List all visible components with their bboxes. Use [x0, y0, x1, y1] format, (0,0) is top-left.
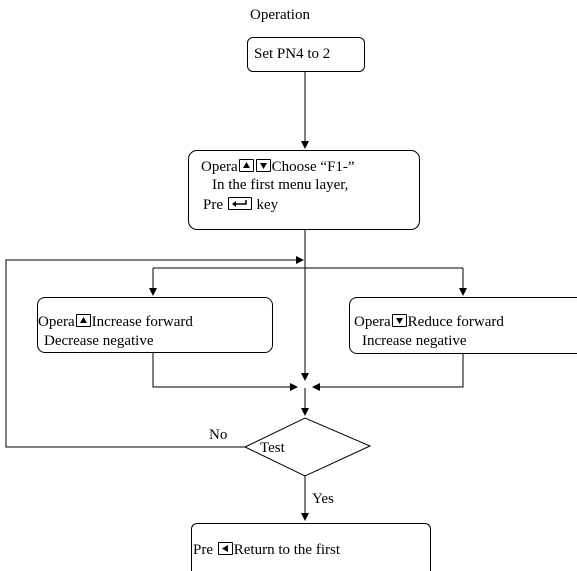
final-pre: Pre: [193, 542, 213, 558]
step1-text: Set PN4 to 2: [254, 46, 331, 62]
down-arrow-key-icon: [255, 159, 271, 172]
left-branch-line2: Decrease negative: [44, 333, 154, 349]
final-return: Return to the first: [233, 542, 340, 558]
arrow-left-branch-merge: [152, 353, 298, 391]
step2-line1: Opera Choose “F1-”: [201, 159, 355, 176]
enter-key-icon: [227, 197, 252, 210]
left-branch-line1: Opera Increase forward: [38, 314, 193, 331]
step2-line2: In the first menu layer,: [212, 177, 349, 193]
step2-choose: Choose “F1-”: [271, 159, 355, 175]
right-reduce-forward: Reduce forward: [407, 314, 504, 330]
decision-diamond: [243, 417, 372, 477]
right-branch-box: [349, 297, 577, 354]
left-increase-forward: Increase forward: [91, 314, 193, 330]
yes-label: Yes: [312, 491, 334, 507]
arrow-no-loop: [5, 256, 304, 448]
no-label: No: [209, 427, 228, 443]
left-branch-box: [37, 297, 273, 353]
decision-text: Test: [260, 440, 285, 456]
up-arrow-key-icon: [238, 159, 254, 172]
final-box: [191, 523, 431, 571]
right-branch-line1: Opera Reduce forward: [354, 314, 504, 331]
step2-line3: Pre key: [203, 197, 278, 214]
left-arrow-key-icon: [217, 542, 233, 555]
up-arrow-key-icon: [75, 314, 91, 327]
step1-box: [247, 37, 365, 72]
final-line: Pre Return to the first: [193, 542, 340, 559]
arrow-right-branch-merge: [312, 354, 464, 391]
start-label: Operation: [250, 7, 310, 23]
right-branch-line2: Increase negative: [362, 333, 467, 349]
step2-pre: Pre: [203, 197, 223, 213]
right-opera: Opera: [354, 314, 391, 330]
step2-box: [188, 150, 420, 230]
step2-key: key: [256, 197, 279, 213]
left-opera: Opera: [38, 314, 75, 330]
down-arrow-key-icon: [391, 314, 407, 327]
step2-opera: Opera: [201, 159, 238, 175]
